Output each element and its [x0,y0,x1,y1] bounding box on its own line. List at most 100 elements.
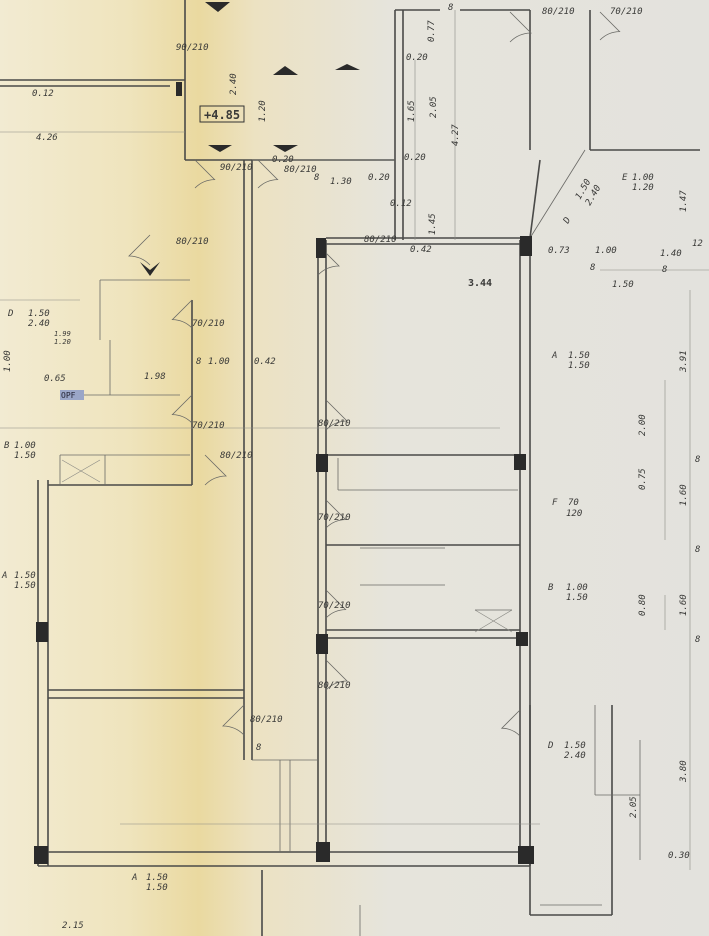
dim: 8 [695,545,700,555]
dim: 4.26 [36,133,58,143]
dim: 1.50 [612,280,634,290]
column [316,842,330,862]
column [176,82,182,96]
door-size: 90/210 [220,163,253,173]
window-height: 120 [566,509,582,519]
door-swing [599,11,621,41]
dim: 1.00 [595,246,617,256]
dim: 0.20 [368,173,390,183]
dim: 8 [695,455,700,465]
window-height: 2.40 [564,751,586,761]
dim: 0.75 [638,468,648,490]
window-height: 1.20 [632,183,654,193]
dim: 1.00 [208,357,230,367]
dim: 1.40 [660,249,682,259]
door-size: 80/210 [176,237,209,247]
opf-marker [60,390,84,400]
stair-arrow-icon [208,145,232,152]
dim: 2.15 [62,921,84,931]
dim: 8 [662,265,667,275]
dim: 8 [590,263,595,273]
door-swing [325,399,348,431]
door-swing [325,589,347,619]
door-swing [128,234,151,266]
door-swing [509,11,532,43]
dim: 0.12 [390,199,412,209]
dim: 0.77 [427,20,437,42]
column [316,454,328,472]
window-height: 1.50 [566,593,588,603]
dim: 0.42 [254,357,276,367]
opf-label: OPF [61,391,76,400]
dim: 1.00 [3,350,13,372]
window-width: 1.00 [14,441,36,451]
dim: 1.20 [54,338,71,346]
window-type: A [551,351,557,361]
dim: 1.98 [144,372,166,382]
door-swing [257,159,279,189]
dim: 4.27 [451,124,461,146]
door-swing [171,394,193,424]
window-width: 1.50 [568,351,590,361]
column [516,632,528,646]
door-size: 80/210 [220,451,253,461]
window-height: 1.50 [146,883,168,893]
door-size: 80/210 [250,715,283,725]
door-size: 80/210 [284,165,317,175]
dim: 8 [196,357,201,367]
window-type: E [622,173,628,183]
window-width: 1.50 [14,571,36,581]
door-swing [194,159,216,189]
window-width: 1.50 [146,873,168,883]
window-width: 1.50 [564,741,586,751]
window-height: 2.40 [28,319,50,329]
door-size: 70/210 [610,7,643,17]
dim: 3.44 [468,278,492,289]
dim: 0.20 [406,53,428,63]
dim: 0.73 [548,246,570,256]
dim: 1.65 [407,100,417,122]
fixture-line [529,149,586,239]
door-size: 70/210 [318,601,351,611]
column [518,846,534,864]
dim: 2.05 [429,96,439,118]
dim: 3.91 [679,350,689,373]
door-swing [171,299,193,329]
dim: 8 [448,3,453,13]
column [520,236,532,256]
column [316,634,328,654]
dim: 0.20 [272,155,294,165]
door-swing [222,704,245,736]
window-width: 1.00 [566,583,588,593]
door-size: 90/210 [176,43,209,53]
door-swing [317,244,340,276]
dim: 8 [695,635,700,645]
dim: 1.30 [330,177,352,187]
stair-arrow-icon [273,145,298,152]
dim: 1.45 [428,213,438,235]
wall [529,159,541,239]
door-swing [325,499,347,529]
dim: 1.60 [679,484,689,506]
dim: 0.65 [44,374,66,384]
elevation-box [199,105,245,123]
window-type: B [548,583,554,593]
dim: 1.60 [679,594,689,616]
dim: 8 [256,743,261,753]
window-type: D [547,741,553,751]
window-type: A [131,873,137,883]
door-size: 70/210 [318,513,351,523]
door-swing [325,659,348,691]
dim: 2.05 [629,796,639,818]
dim: 2.40 [229,73,239,95]
column [514,454,526,470]
dimension-line [474,609,513,633]
door-swing [204,454,227,486]
column [36,622,48,642]
dim: 0.42 [410,245,432,255]
window-width: 70 [568,498,579,508]
door-size: 70/210 [192,319,225,329]
window-type: D [7,309,13,319]
window-width: 1.00 [632,173,654,183]
